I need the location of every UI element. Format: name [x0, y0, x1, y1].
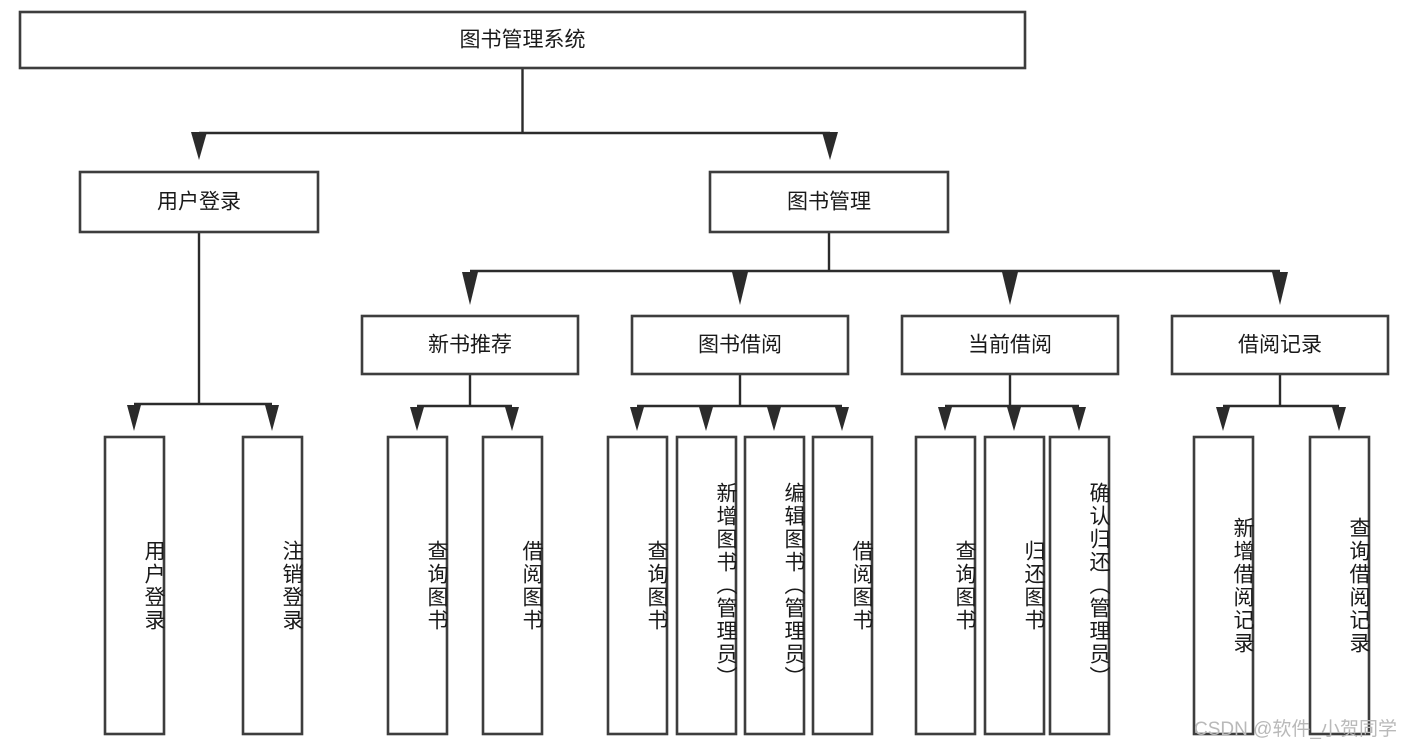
node-root-label: 图书管理系统 — [460, 29, 586, 52]
node-book-borrow-box[interactable] — [630, 314, 850, 376]
node-book-manage-box[interactable] — [708, 170, 950, 234]
node-leaf-borrow-book-box[interactable] — [811, 435, 874, 736]
connector-group-borrow-record — [1216, 374, 1346, 431]
node-new-book-recommend-box[interactable] — [360, 314, 580, 376]
arrow-head-leaf-query-book-current — [938, 407, 952, 431]
connector-group-new-book-recommend — [410, 374, 519, 431]
arrow-head-leaf-query-borrow-record — [1332, 407, 1346, 431]
node-user-login-label: 用户登录 — [157, 191, 241, 214]
node-new-book-recommend-label: 新书推荐 — [428, 334, 512, 357]
arrow-head-user-login — [191, 132, 207, 160]
node-new-book-recommend[interactable]: 新书推荐 — [360, 314, 580, 376]
node-root-box[interactable] — [18, 10, 1027, 70]
arrow-head-leaf-borrow-book — [835, 407, 849, 431]
arrow-head-book-borrow — [732, 272, 748, 305]
arrow-head-leaf-confirm-return — [1072, 407, 1086, 431]
node-user-login-box[interactable] — [78, 170, 320, 234]
node-leaf-confirm-return-box[interactable] — [1048, 435, 1111, 736]
arrow-head-borrow-record — [1272, 272, 1288, 305]
node-leaf-add-borrow-record-box[interactable] — [1192, 435, 1255, 736]
node-leaf-return-book-box[interactable] — [983, 435, 1046, 736]
connector-group-root — [191, 68, 838, 160]
arrow-head-leaf-query-book-borrow — [630, 407, 644, 431]
node-current-borrow[interactable]: 当前借阅 — [900, 314, 1120, 376]
node-borrow-record[interactable]: 借阅记录 — [1170, 314, 1390, 376]
node-borrow-record-box[interactable] — [1170, 314, 1390, 376]
node-book-manage-label: 图书管理 — [787, 191, 871, 214]
node-borrow-record-label: 借阅记录 — [1238, 334, 1322, 357]
arrow-head-leaf-borrow-book-recommend — [505, 407, 519, 431]
node-leaf-add-book-box[interactable] — [675, 435, 738, 736]
arrow-head-current-borrow — [1002, 272, 1018, 305]
node-leaf-query-book-borrow-box[interactable] — [606, 435, 669, 736]
arrow-head-leaf-user-login — [127, 405, 141, 431]
node-leaf-logout-box[interactable] — [241, 435, 304, 736]
connector-group-book-borrow — [630, 374, 849, 431]
node-book-borrow-label: 图书借阅 — [698, 334, 782, 357]
node-leaf-user-login-box[interactable] — [103, 435, 166, 736]
arrow-head-leaf-edit-book — [767, 407, 781, 431]
arrow-head-leaf-logout — [265, 405, 279, 431]
node-leaf-query-book-current-box[interactable] — [914, 435, 977, 736]
node-leaf-borrow-book-recommend-box[interactable] — [481, 435, 544, 736]
connector-group-user-login — [127, 232, 279, 431]
arrow-head-book-manage — [822, 132, 838, 160]
node-root[interactable]: 图书管理系统 — [18, 10, 1027, 70]
node-leaf-query-borrow-record-box[interactable] — [1308, 435, 1371, 736]
arrow-head-leaf-add-borrow-record — [1216, 407, 1230, 431]
node-leaf-query-book-recommend-box[interactable] — [386, 435, 449, 736]
node-book-manage[interactable]: 图书管理 — [708, 170, 950, 234]
arrow-head-new-book-recommend — [462, 272, 478, 305]
arrow-head-leaf-query-book-recommend — [410, 407, 424, 431]
node-leaf-edit-book-box[interactable] — [743, 435, 806, 736]
node-book-borrow[interactable]: 图书借阅 — [630, 314, 850, 376]
connector-group-current-borrow — [938, 374, 1086, 431]
connector-group-book-manage — [462, 232, 1288, 305]
node-current-borrow-label: 当前借阅 — [968, 334, 1052, 357]
arrow-head-leaf-return-book — [1007, 407, 1021, 431]
node-current-borrow-box[interactable] — [900, 314, 1120, 376]
arrow-head-leaf-add-book — [699, 407, 713, 431]
node-user-login[interactable]: 用户登录 — [78, 170, 320, 234]
